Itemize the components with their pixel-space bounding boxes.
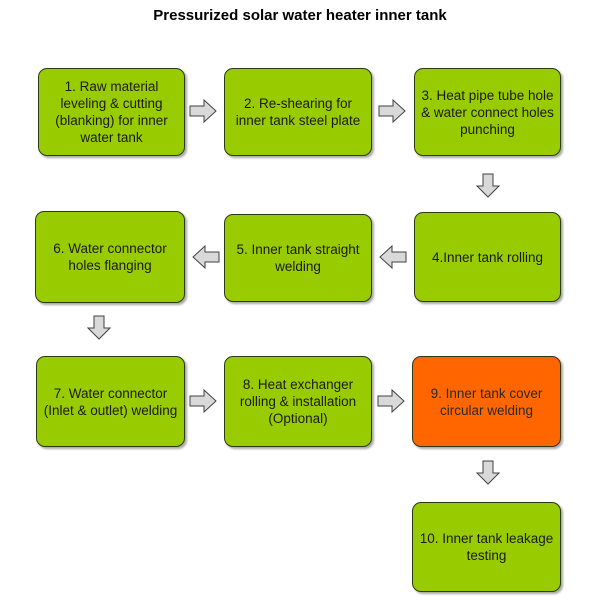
arrow-2-to-3-icon [378, 98, 406, 124]
arrow-4-to-5-icon [379, 244, 407, 270]
arrow-3-to-4-icon [475, 173, 501, 198]
step-6-label: 6. Water connector holes flanging [53, 241, 167, 273]
arrow-7-to-8-icon [189, 388, 217, 414]
arrow-9-to-10-icon [475, 460, 501, 485]
step-1-box: 1. Raw material leveling & cutting (blan… [38, 68, 185, 156]
step-4-box: 4.Inner tank rolling [414, 212, 561, 302]
step-1-label: 1. Raw material leveling & cutting (blan… [55, 79, 168, 145]
step-4-label: 4.Inner tank rolling [431, 249, 544, 265]
step-5-label: 5. Inner tank straight welding [236, 242, 360, 274]
arrow-5-to-6-icon [192, 244, 220, 270]
step-2-box: 2. Re-shearing for inner tank steel plat… [224, 68, 372, 156]
arrow-8-to-9-icon [377, 388, 405, 414]
diagram-title: Pressurized solar water heater inner tan… [153, 7, 447, 24]
step-7-box: 7. Water connector (Inlet & outlet) weld… [36, 356, 185, 447]
step-5-box: 5. Inner tank straight welding [224, 214, 372, 302]
step-7-label: 7. Water connector (Inlet & outlet) weld… [43, 385, 178, 418]
step-8-box: 8. Heat exchanger rolling & installation… [224, 356, 372, 447]
arrow-6-to-7-icon [86, 315, 112, 340]
step-9-label: 9. Inner tank cover circular welding [430, 385, 543, 418]
step-8-label: 8. Heat exchanger rolling & installation… [239, 377, 357, 426]
step-3-box: 3. Heat pipe tube hole & water connect h… [414, 68, 561, 156]
step-10-label: 10. Inner tank leakage testing [419, 531, 554, 563]
step-10-box: 10. Inner tank leakage testing [412, 502, 561, 592]
step-2-label: 2. Re-shearing for inner tank steel plat… [235, 96, 361, 128]
step-3-label: 3. Heat pipe tube hole & water connect h… [421, 87, 554, 137]
step-9-box: 9. Inner tank cover circular welding [412, 356, 561, 447]
step-6-box: 6. Water connector holes flanging [35, 211, 185, 303]
arrow-1-to-2-icon [189, 98, 217, 124]
